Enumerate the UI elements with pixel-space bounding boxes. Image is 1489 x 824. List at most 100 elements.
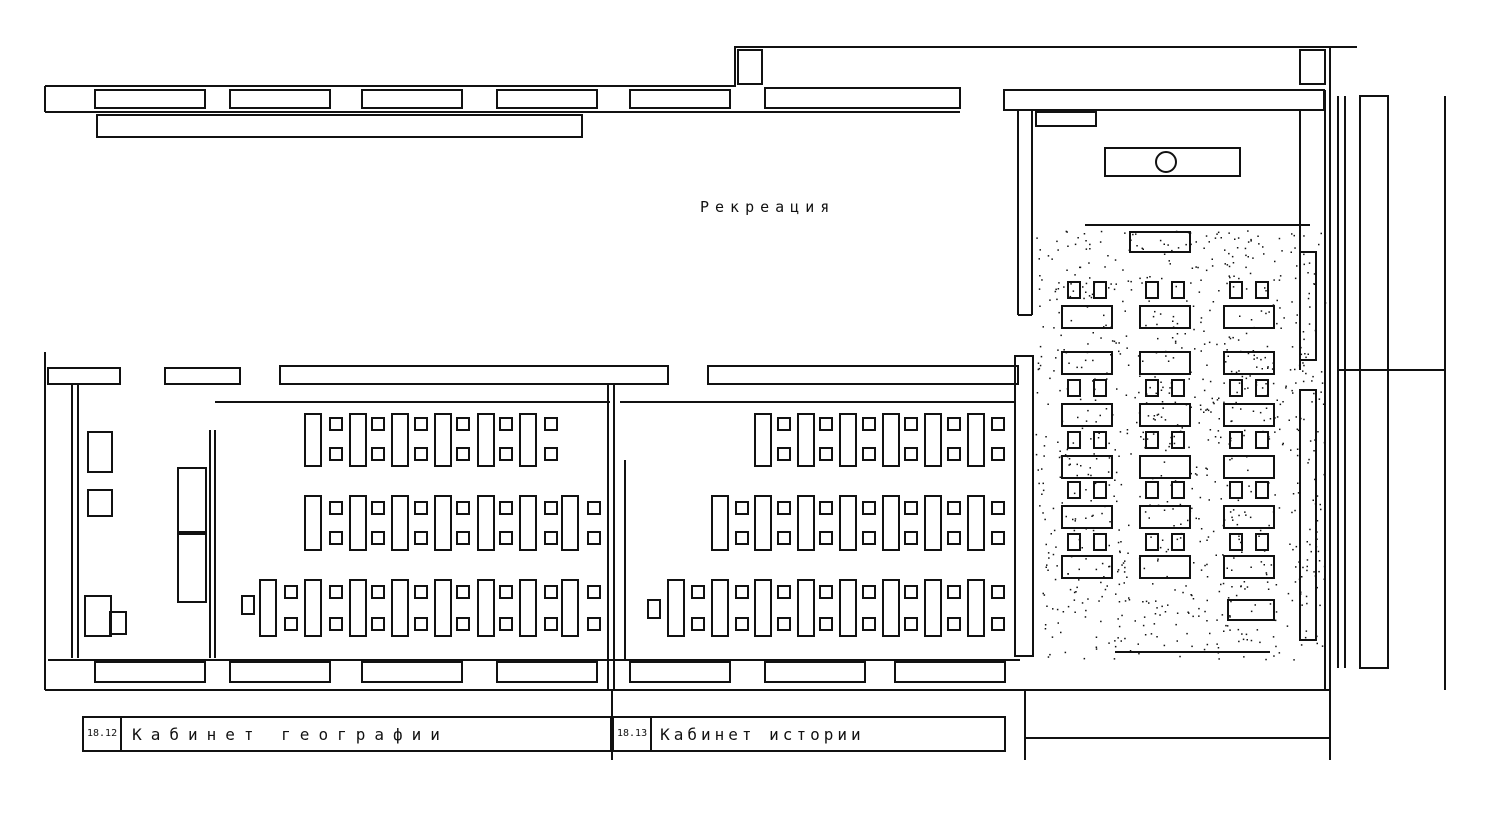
stipple-dot	[1303, 418, 1305, 421]
stipple-dot	[1052, 507, 1055, 510]
stipple-dot	[1097, 437, 1100, 439]
stipple-dot	[1162, 407, 1164, 409]
stipple-dot	[1190, 243, 1192, 246]
stipple-dot	[1237, 339, 1240, 341]
stipple-dot	[1092, 529, 1095, 532]
stipple-dot	[1115, 342, 1117, 344]
stipple-dot	[1296, 454, 1299, 457]
stipple-dot	[1101, 512, 1103, 515]
stipple-dot	[1085, 420, 1088, 422]
stipple-dot	[1311, 380, 1313, 382]
stipple-dot	[1194, 348, 1196, 350]
stipple-dot	[1193, 328, 1195, 331]
stipple-dot	[1084, 527, 1087, 529]
stipple-dot	[1233, 275, 1235, 277]
stipple-dot	[1203, 389, 1206, 392]
stipple-dot	[1176, 333, 1179, 335]
stipple-dot	[1061, 308, 1064, 310]
stipple-dot	[1044, 628, 1047, 630]
stipple-dot	[1115, 471, 1118, 474]
stipple-dot	[1236, 391, 1238, 394]
stipple-dot	[1054, 290, 1057, 293]
stipple-dot	[1053, 327, 1055, 329]
stipple-dot	[1320, 391, 1322, 393]
stipple-dot	[1036, 237, 1038, 239]
stipple-dot	[1266, 527, 1269, 529]
stipple-dot	[1258, 243, 1260, 245]
stipple-dot	[1294, 509, 1296, 512]
stipple-dot	[1067, 605, 1070, 608]
stipple-dot	[1226, 264, 1229, 266]
stipple-dot	[1104, 505, 1106, 508]
stipple-dot	[1302, 566, 1304, 569]
stipple-dot	[1263, 550, 1266, 552]
stipple-dot	[1323, 578, 1325, 580]
stipple-dot	[1066, 269, 1068, 271]
bench-column	[1139, 281, 1191, 579]
stipple-dot	[1250, 319, 1253, 321]
stipple-dot	[1123, 571, 1126, 573]
stipple-dot	[1224, 263, 1226, 265]
stipple-dot	[1303, 235, 1305, 237]
stipple-dot	[1087, 343, 1089, 345]
stipple-dot	[1107, 255, 1109, 257]
stipple-dot	[1124, 232, 1126, 234]
stipple-dot	[1128, 249, 1131, 251]
stipple-dot	[1079, 398, 1082, 401]
stipple-dot	[1176, 640, 1178, 642]
stipple-dot	[1218, 442, 1220, 444]
stipple-dot	[1314, 575, 1317, 577]
stipple-dot	[1138, 412, 1141, 414]
stipple-dot	[1090, 500, 1092, 502]
stipple-dot	[1313, 392, 1315, 395]
stipple-dot	[1118, 583, 1121, 586]
stipple-dot	[1206, 620, 1208, 622]
stipple-dot	[1047, 255, 1050, 257]
stipple-dot	[1091, 515, 1093, 517]
stipple-dot	[1047, 403, 1049, 405]
stipple-dot	[1274, 619, 1277, 622]
stipple-dot	[1093, 283, 1096, 285]
stipple-dot	[1124, 600, 1127, 602]
stipple-dot	[1148, 602, 1150, 604]
stipple-dot	[1049, 653, 1051, 656]
stipple-dot	[1073, 529, 1076, 532]
stipple-dot	[1265, 572, 1268, 574]
stipple-dot	[1150, 633, 1153, 635]
stipple-dot	[1074, 243, 1077, 246]
stipple-dot	[1216, 619, 1218, 621]
stipple-dot	[1194, 396, 1196, 398]
stipple-dot	[1173, 442, 1176, 445]
stipple-dot	[1137, 355, 1140, 357]
stipple-dot	[1237, 499, 1240, 502]
recreation-label: Рекреация	[700, 198, 836, 216]
stipple-dot	[1091, 293, 1094, 296]
stipple-dot	[1148, 300, 1150, 302]
stipple-dot	[1145, 324, 1147, 327]
stipple-dot	[1245, 377, 1248, 380]
stipple-dot	[1101, 562, 1104, 565]
stipple-dot	[1049, 377, 1051, 380]
stipple-dot	[1181, 427, 1183, 429]
stipple-dot	[1229, 337, 1232, 340]
stipple-dot	[1276, 322, 1278, 325]
stipple-dot	[1077, 416, 1079, 419]
stipple-dot	[1154, 310, 1156, 313]
stipple-dot	[1052, 553, 1055, 556]
stipple-dot	[1321, 645, 1324, 647]
stipple-dot	[1205, 269, 1208, 272]
stipple-dot	[1118, 601, 1121, 603]
stipple-dot	[1200, 350, 1202, 352]
stipple-dot	[1094, 388, 1096, 391]
stipple-dot	[1247, 387, 1249, 389]
stipple-dot	[1045, 436, 1047, 438]
stipple-dot	[1142, 431, 1144, 434]
stipple-dot	[1275, 584, 1278, 586]
stipple-dot	[1163, 509, 1166, 511]
stipple-dot	[1218, 290, 1220, 292]
stipple-dot	[1260, 561, 1263, 563]
outer-wall	[45, 46, 1357, 87]
stipple-dot	[1090, 296, 1093, 299]
stipple-dot	[1295, 545, 1298, 548]
